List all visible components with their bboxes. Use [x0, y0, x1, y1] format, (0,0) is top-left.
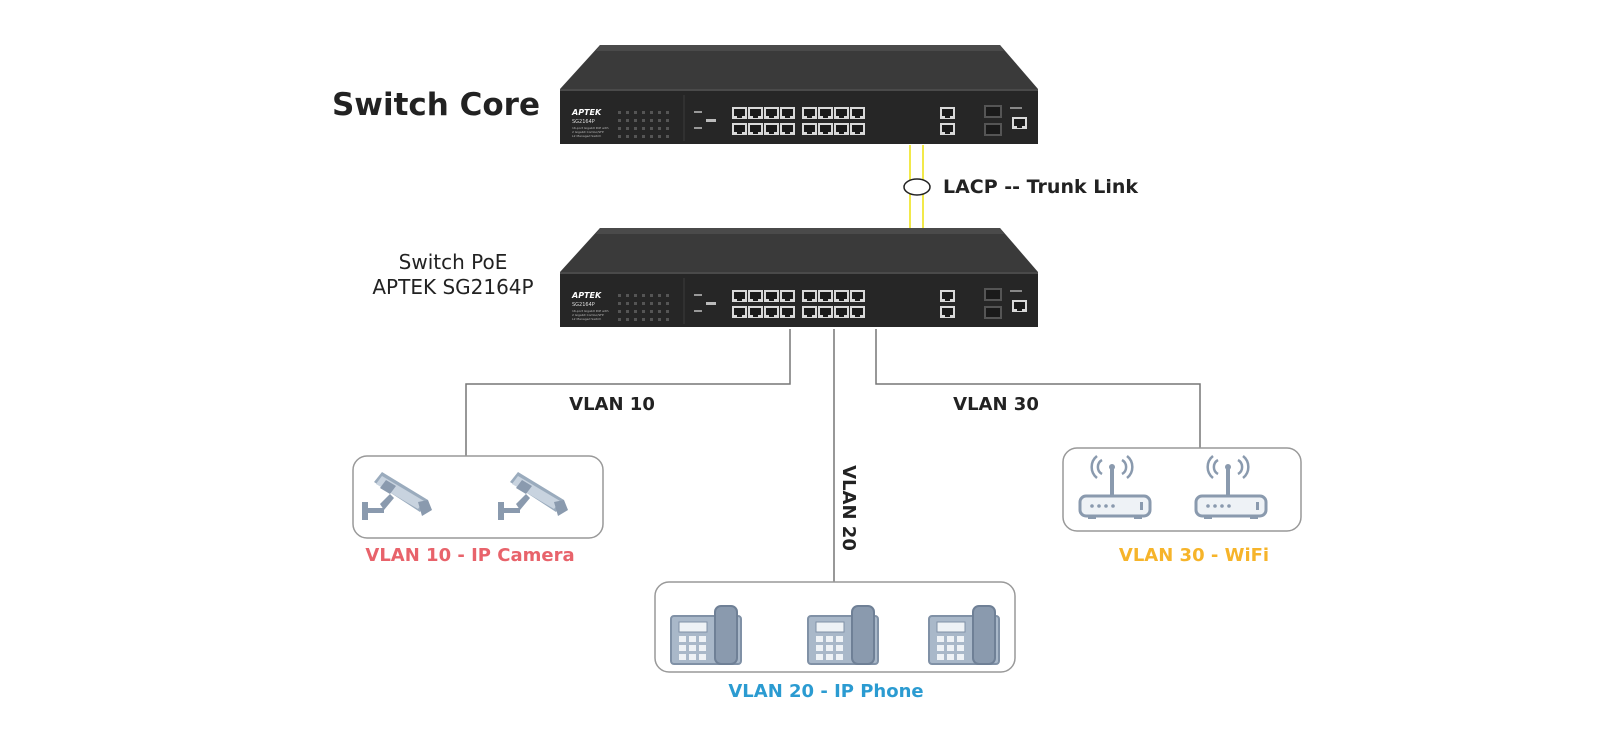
core-switch-title: Switch Core	[332, 87, 540, 123]
access-switch-title-1: Switch PoE	[399, 250, 508, 274]
access-switch-model: SG2164P	[572, 302, 595, 308]
lacp-bundle-icon	[903, 178, 931, 196]
vlan10-link-label: VLAN 10	[569, 394, 655, 415]
core-switch-desc-2: 2 Gigabit Combo/SFP	[572, 130, 604, 134]
camera-group-box	[352, 455, 604, 539]
vlan-links	[465, 329, 1201, 582]
camera-group-label: VLAN 10 - IP Camera	[365, 545, 574, 566]
core-switch-brand: APTEK	[571, 108, 602, 117]
access-switch-title-2: APTEK SG2164P	[372, 275, 533, 299]
trunk-link: LACP -- Trunk Link	[903, 145, 1138, 228]
access-switch-brand: APTEK	[571, 291, 602, 300]
core-switch-model: SG2164P	[572, 119, 595, 125]
vlan20-link-label: VLAN 20	[838, 465, 859, 551]
access-switch-desc-3: L2 Managed Switch	[572, 317, 601, 321]
access-switch-desc-2: 2 Gigabit Combo/SFP	[572, 313, 604, 317]
wifi-group-box	[1062, 447, 1302, 532]
wifi-group-label: VLAN 30 - WiFi	[1119, 545, 1269, 566]
trunk-link-label: LACP -- Trunk Link	[943, 176, 1138, 198]
access-switch-desc-1: 16-port Gigabit PoE with	[572, 309, 609, 313]
wifi-group	[1062, 447, 1302, 532]
vlan30-link	[875, 329, 1201, 448]
phone-group	[654, 581, 1016, 673]
core-switch: APTEK SG2164P 16-port Gigabit PoE with 2…	[560, 45, 1038, 144]
camera-group	[352, 455, 604, 539]
core-switch-desc-1: 16-port Gigabit PoE with	[572, 126, 609, 130]
phone-group-label: VLAN 20 - IP Phone	[728, 681, 923, 702]
core-switch-desc-3: L2 Managed Switch	[572, 134, 601, 138]
vlan10-link	[465, 329, 791, 456]
vlan30-link-label: VLAN 30	[953, 394, 1039, 415]
access-switch: APTEK SG2164P 16-port Gigabit PoE with 2…	[560, 228, 1038, 327]
